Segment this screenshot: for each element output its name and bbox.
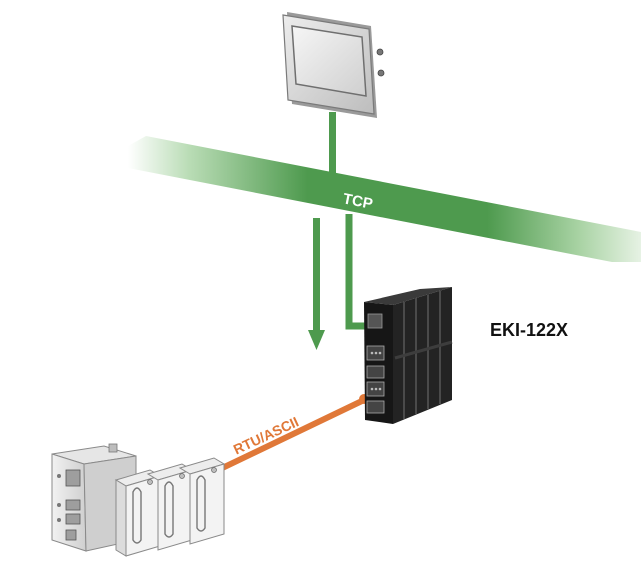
plc-io-module: [114, 469, 162, 557]
plc-io-module: [178, 457, 226, 545]
hmi-monitor-icon: [282, 12, 385, 118]
gateway-icon: [364, 287, 453, 424]
monitor-network-link: [329, 112, 336, 188]
tcp-network-band: [128, 136, 641, 262]
plc-icon: [51, 443, 226, 557]
tcp-label: TCP: [342, 190, 375, 212]
down-arrow-icon: [308, 218, 325, 350]
device-label: EKI-122X: [490, 320, 568, 340]
